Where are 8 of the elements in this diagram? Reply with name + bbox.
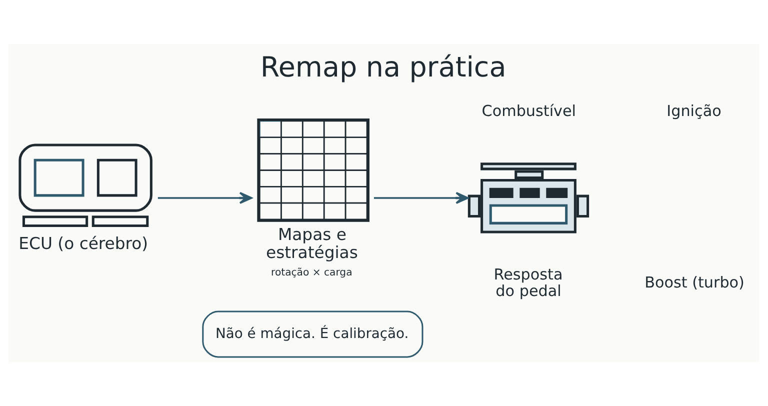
label: Combustível — [482, 102, 576, 120]
node-label: Mapas e estratégias — [266, 225, 358, 262]
node-label: rotação × carga — [271, 267, 352, 278]
label: Resposta do pedal — [494, 265, 563, 300]
diagram-title: Remap na prática — [260, 50, 506, 84]
label: Ignição — [666, 102, 722, 120]
node-label: ECU (o cérebro) — [18, 234, 148, 253]
label: Boost (turbo) — [644, 274, 744, 292]
